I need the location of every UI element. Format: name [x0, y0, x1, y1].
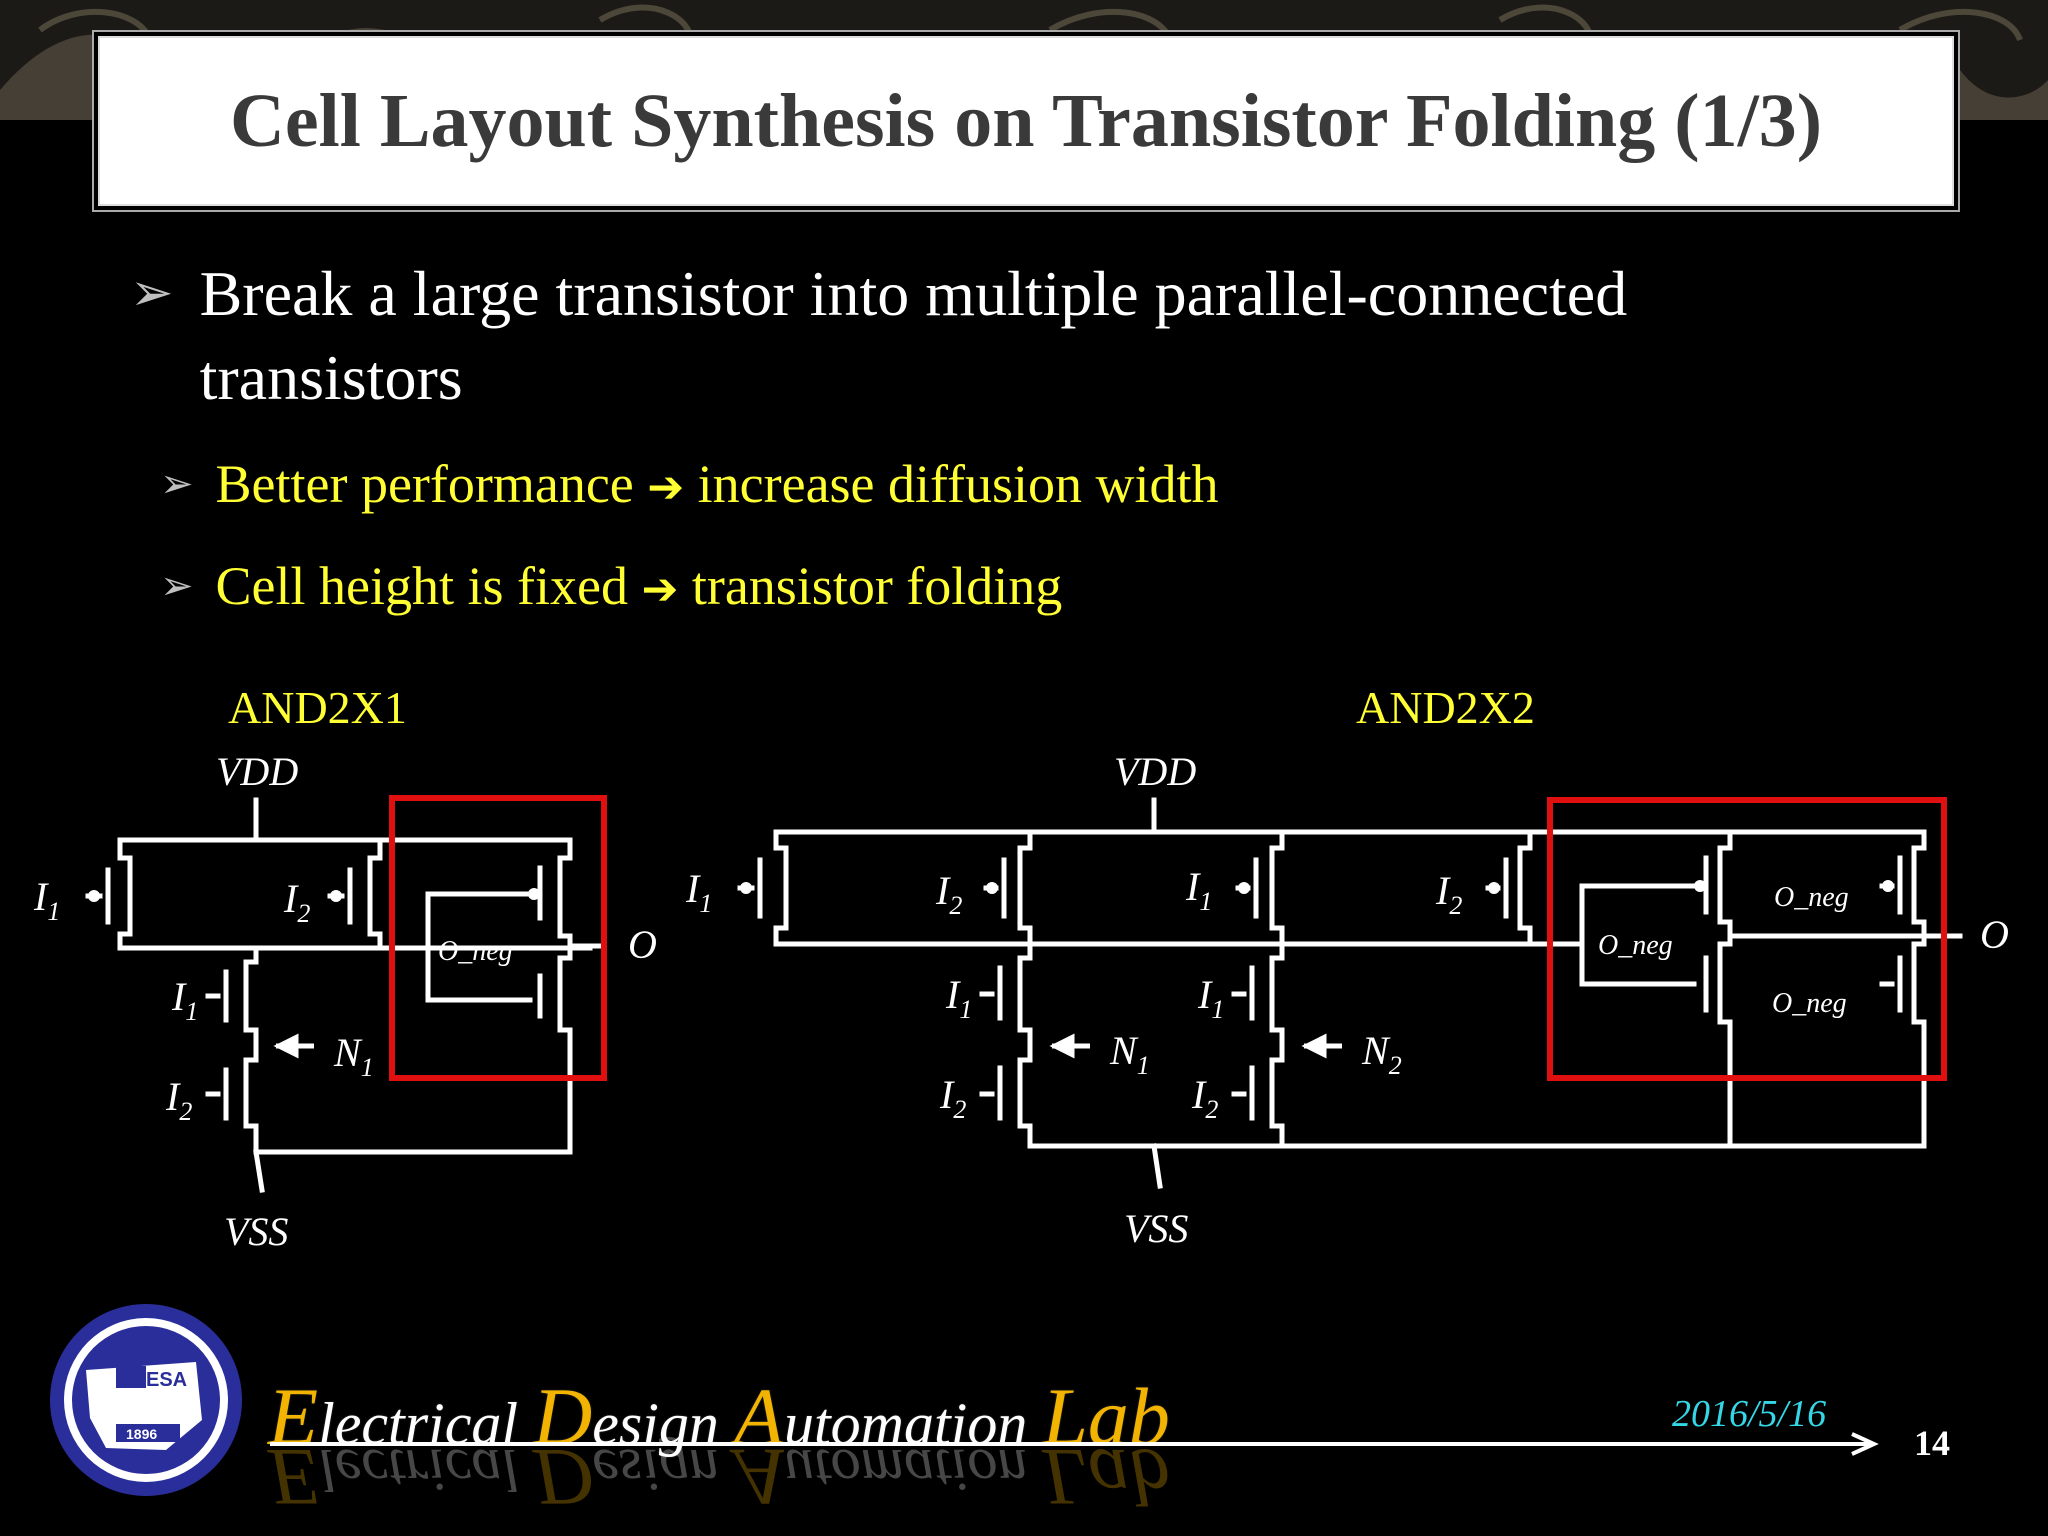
bullet-sub2-before: Cell height is fixed: [215, 556, 628, 616]
output-label: O: [1980, 912, 2009, 957]
bullet-sub-performance: ➢ Better performance ➔ increase diffusio…: [160, 452, 1219, 520]
inverter-label: O_neg: [1598, 930, 1673, 961]
input-i1-label: I1: [685, 866, 712, 918]
input-i2-label: I2: [1435, 868, 1462, 920]
circuit-and2x2: AND2X2 VDD VSS: [685, 682, 2009, 1251]
circuit-and2x1: AND2X1 VDD VSS: [33, 682, 657, 1254]
gate-bubbles: [88, 888, 540, 902]
input-i2-label: I2: [935, 868, 962, 920]
slide-title: Cell Layout Synthesis on Transistor Fold…: [229, 78, 1823, 163]
university-logo: ESA 1896: [50, 1304, 242, 1496]
input-i1-label: I1: [171, 974, 198, 1026]
circuit-wires-and2x2: [737, 797, 1963, 1189]
input-i1-label: I1: [945, 972, 972, 1024]
output-label: O: [628, 922, 657, 967]
gate-label: O_neg: [1772, 988, 1847, 1019]
slide-date: 2016/5/16: [1672, 1393, 1827, 1435]
bullet-arrow-icon: ➢: [160, 461, 194, 506]
logo-year: 1896: [126, 1426, 157, 1442]
bullet-arrow-icon: ➢: [160, 563, 194, 608]
node-n2-label: N2: [1361, 1028, 1402, 1080]
title-box: Cell Layout Synthesis on Transistor Fold…: [98, 36, 1954, 206]
vss-label: VSS: [1124, 1206, 1188, 1251]
highlight-box: [1547, 797, 1947, 1081]
right-arrow-icon: ➔: [641, 564, 679, 615]
input-i1-label: I1: [1197, 972, 1224, 1024]
input-i1-label: I1: [33, 874, 60, 926]
bullet-sub-height: ➢ Cell height is fixed ➔ transistor fold…: [160, 554, 1062, 622]
lab-name: Electrical Design Automation Lab: [268, 1371, 1170, 1462]
vdd-label: VDD: [216, 749, 298, 794]
bullet-sub-text: Better performance ➔ increase diffusion …: [216, 452, 1219, 520]
vdd-label: VDD: [1114, 749, 1196, 794]
highlight-box: [389, 795, 607, 1081]
right-arrow-icon: ➔: [647, 462, 685, 513]
cell-name-and2x1: AND2X1: [228, 682, 407, 733]
logo-letters: ESA: [146, 1369, 187, 1391]
node-n1-label: N1: [333, 1030, 374, 1082]
cell-name-and2x2: AND2X2: [1356, 682, 1535, 733]
input-i1-label: I1: [1185, 864, 1212, 916]
bullet-sub-text: Cell height is fixed ➔ transistor foldin…: [216, 554, 1063, 622]
bullet-arrow-icon: ➢: [130, 265, 174, 322]
input-i2-label: I2: [939, 1072, 966, 1124]
circuit-wires-and2x1: [85, 797, 603, 1193]
input-i2-label: I2: [1191, 1072, 1218, 1124]
vss-label: VSS: [224, 1209, 288, 1254]
lab-name-reflection: Electrical Design Automation Lab: [268, 1432, 1170, 1523]
bullet-sub1-after: increase diffusion width: [697, 454, 1219, 514]
input-i2-label: I2: [165, 1074, 192, 1126]
gate-bubbles: [740, 880, 1894, 894]
page-number: 14: [1914, 1423, 1950, 1463]
bullet-sub1-before: Better performance: [215, 454, 634, 514]
bullet-main: ➢ Break a large transistor into multiple…: [130, 252, 1890, 420]
bullet-sub2-after: transistor folding: [691, 556, 1063, 616]
gate-label: O_neg: [1774, 882, 1849, 913]
inverter-label: O_neg: [438, 936, 513, 967]
bullet-main-text: Break a large transistor into multiple p…: [199, 258, 1628, 413]
input-i2-label: I2: [283, 876, 310, 928]
node-n1-label: N1: [1109, 1028, 1150, 1080]
